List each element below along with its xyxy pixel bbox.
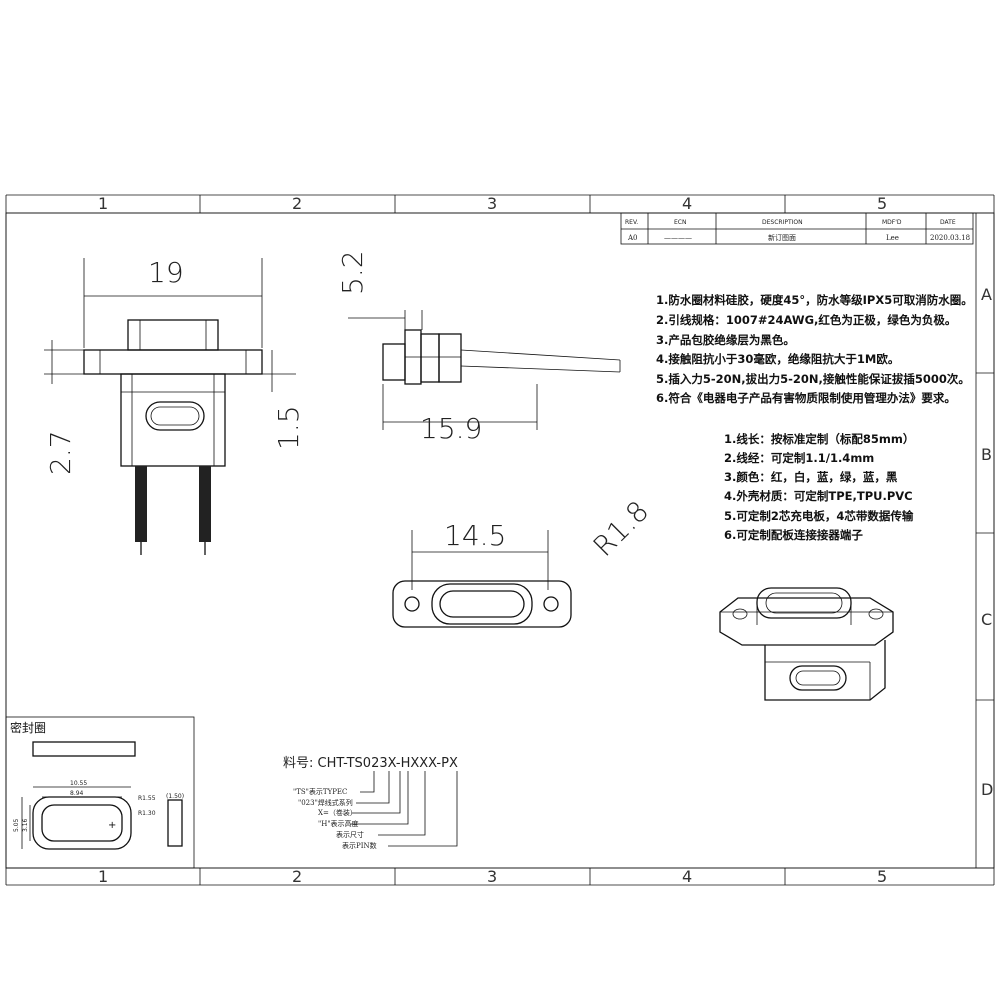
zone-label-b: B bbox=[981, 445, 992, 464]
isometric-view bbox=[719, 587, 894, 701]
rev-cell-mdfd: Lee bbox=[886, 234, 899, 242]
zone-label-5: 5 bbox=[877, 194, 887, 213]
dim-front-flange: 1.5 bbox=[272, 405, 305, 450]
front-view: 19 2.7 1.5 bbox=[44, 256, 305, 555]
rev-header-date: DATE bbox=[940, 219, 956, 226]
dim-side-height: 5.2 bbox=[336, 250, 369, 295]
zone-label-2: 2 bbox=[292, 194, 302, 213]
dim-top-width: 14.5 bbox=[444, 519, 506, 552]
seal-dim-inner-height: 3.16 bbox=[22, 818, 29, 832]
rev-cell-ecn: ———— bbox=[664, 234, 692, 242]
seal-dim-outer-height: 5.05 bbox=[13, 818, 20, 832]
rev-header-mdfd: MDF'D bbox=[882, 219, 902, 226]
seal-dim-outer-width: 10.55 bbox=[70, 780, 87, 787]
zone-label-3: 3 bbox=[487, 194, 497, 213]
rev-header-description: DESCRIPTION bbox=[762, 219, 803, 226]
notes-options: 1.线长：按标准定制（标配85mm） 2.线经：可定制1.1/1.4mm 3.颜… bbox=[724, 432, 914, 542]
rev-cell-description: 新订图面 bbox=[768, 233, 796, 242]
note-b-5: 5.可定制2芯充电板，4芯带数据传输 bbox=[724, 509, 914, 523]
zone-label-1-bottom: 1 bbox=[98, 867, 108, 886]
zone-label-c: C bbox=[981, 610, 992, 629]
part-number-block: 料号: CHT-TS023X-HXXX-PX "TS"表示TYPEC "023"… bbox=[283, 756, 458, 850]
part-legend-6: 表示PIN数 bbox=[342, 841, 377, 850]
part-legend-5: 表示尺寸 bbox=[336, 830, 364, 839]
rev-cell-date: 2020.03.18 bbox=[930, 234, 970, 242]
zone-label-1: 1 bbox=[98, 194, 108, 213]
rev-cell-rev: A0 bbox=[627, 234, 638, 242]
zone-label-3-bottom: 3 bbox=[487, 867, 497, 886]
dim-side-length: 15.9 bbox=[420, 412, 482, 445]
seal-dim-inner-width: 8.94 bbox=[70, 790, 84, 797]
dim-front-width: 19 bbox=[148, 256, 184, 289]
note-b-1: 1.线长：按标准定制（标配85mm） bbox=[724, 432, 914, 446]
seal-title: 密封圈 bbox=[10, 720, 46, 735]
note-a-2: 2.引线规格：1007#24AWG,红色为正极，绿色为负极。 bbox=[656, 313, 956, 327]
zone-ticks bbox=[199, 195, 994, 885]
part-number-label: 料号: CHT-TS023X-HXXX-PX bbox=[283, 756, 458, 771]
rev-header-ecn: ECN bbox=[674, 219, 686, 226]
zone-label-5-bottom: 5 bbox=[877, 867, 887, 886]
note-a-1: 1.防水圈材料硅胶，硬度45°，防水等级IPX5可取消防水圈。 bbox=[656, 293, 973, 307]
note-a-4: 4.接触阻抗小于30毫欧，绝缘阻抗大于1M欧。 bbox=[656, 352, 899, 366]
dim-radius: R1.8 bbox=[587, 494, 656, 563]
note-b-6: 6.可定制配板连接接器端子 bbox=[724, 528, 863, 542]
revision-table: REV. ECN DESCRIPTION MDF'D DATE A0 ———— … bbox=[620, 212, 974, 245]
note-b-4: 4.外壳材质：可定制TPE,TPU.PVC bbox=[724, 489, 913, 503]
zone-label-2-bottom: 2 bbox=[292, 867, 302, 886]
note-a-3: 3.产品包胶绝缘层为黑色。 bbox=[656, 333, 795, 347]
seal-dim-r1: R1.55 bbox=[138, 795, 156, 802]
part-legend-1: "TS"表示TYPEC bbox=[293, 787, 347, 796]
part-legend-4: "H"表示高度 bbox=[318, 819, 359, 828]
part-legend-2: "023"焊线式系列 bbox=[298, 798, 353, 807]
top-view: 14.5 R1.8 bbox=[392, 494, 656, 628]
note-b-2: 2.线经：可定制1.1/1.4mm bbox=[724, 451, 874, 465]
note-a-5: 5.插入力5-20N,拔出力5-20N,接触性能保证拔插5000次。 bbox=[656, 372, 970, 386]
notes-requirements: 1.防水圈材料硅胶，硬度45°，防水等级IPX5可取消防水圈。 2.引线规格：1… bbox=[656, 293, 973, 405]
note-a-6: 6.符合《电器电子产品有害物质限制使用管理办法》要求。 bbox=[656, 391, 956, 405]
rev-header-rev: REV. bbox=[625, 219, 638, 226]
zone-label-a: A bbox=[981, 285, 992, 304]
zone-label-4-bottom: 4 bbox=[682, 867, 692, 886]
zone-label-d: D bbox=[981, 780, 993, 799]
seal-dim-r2: R1.30 bbox=[138, 810, 156, 817]
zone-label-4: 4 bbox=[682, 194, 692, 213]
svg-text:+: + bbox=[108, 820, 116, 831]
seal-detail: 密封圈 + 10.55 8.94 5.05 3.16 R1.55 R1.30 (… bbox=[5, 716, 195, 869]
note-b-3: 3.颜色：红，白，蓝，绿，蓝，黑 bbox=[724, 470, 898, 484]
dim-front-height: 2.7 bbox=[44, 430, 77, 475]
side-view: 5.2 15.9 bbox=[336, 250, 621, 445]
part-legend-3: X=（卷装） bbox=[318, 808, 357, 817]
seal-dim-thickness: (1.50) bbox=[166, 793, 184, 800]
